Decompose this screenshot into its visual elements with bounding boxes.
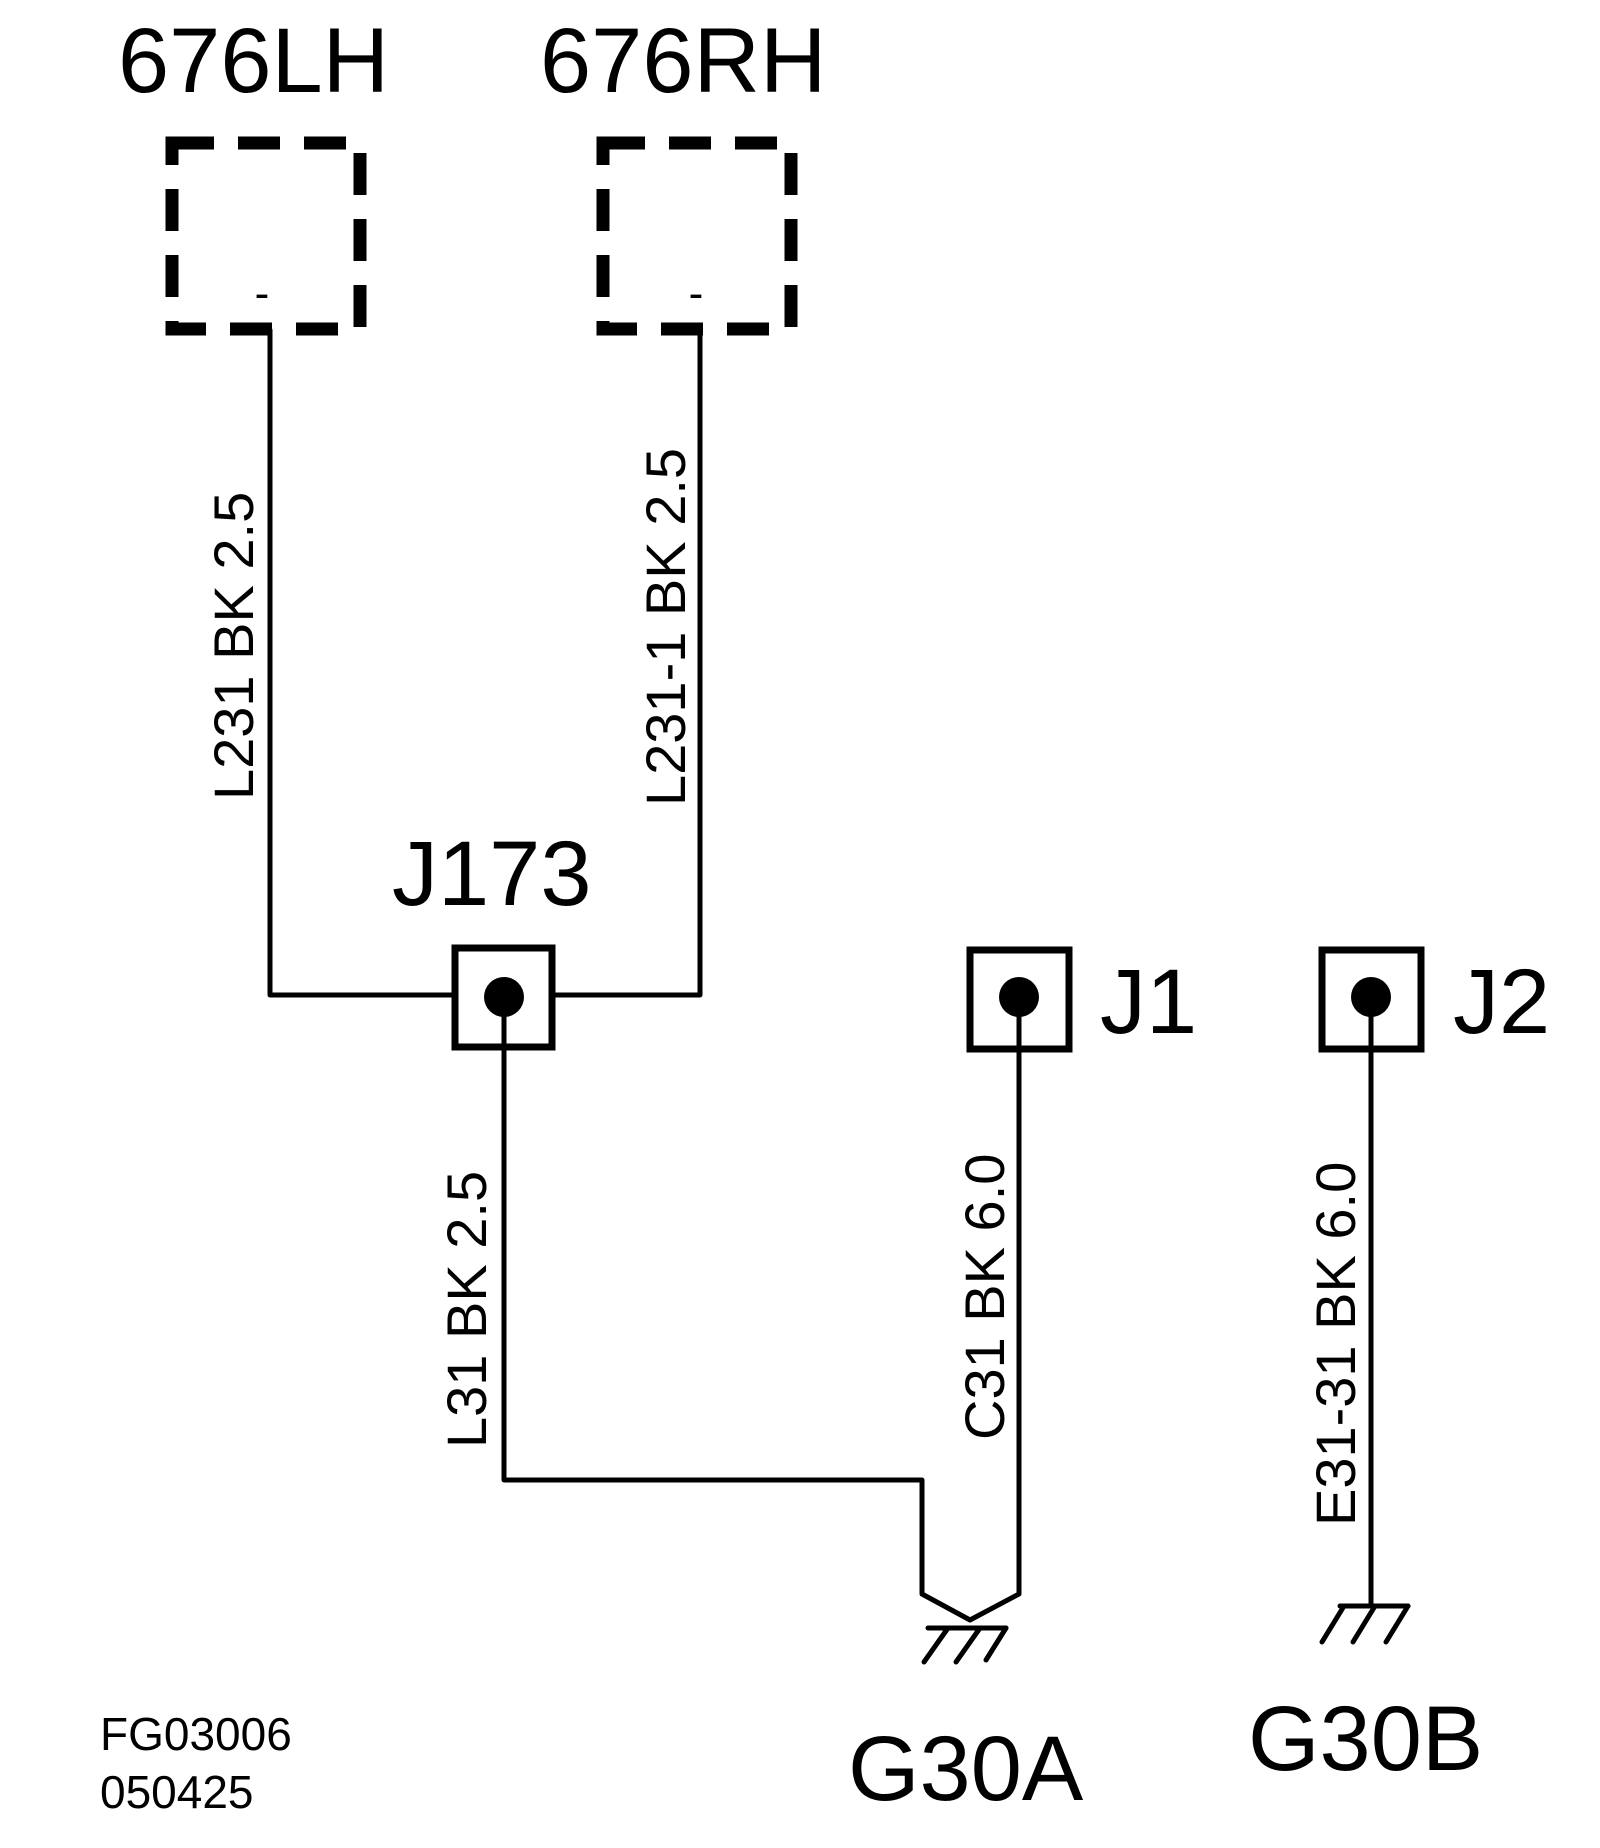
wire-j173-to-ground (501, 997, 973, 1623)
wire-label-right-lamp: L231-1 BK 2.5 (634, 448, 697, 806)
wire-left-lamp (267, 327, 463, 998)
lamp-left-label: 676LH (118, 10, 389, 112)
lamp-right-pin-label: - (689, 269, 704, 318)
junction-j1-label: J1 (1100, 951, 1197, 1053)
wire-label-j1-to-ground: C31 BK 6.0 (953, 1154, 1016, 1440)
date-code: 050425 (100, 1766, 254, 1818)
ground-g30b-symbol (1319, 1603, 1411, 1645)
junction-j2-dot (1351, 977, 1391, 1017)
lamp-left-pin-label: - (255, 269, 270, 318)
junction-j173-dot (484, 977, 524, 1017)
lamp-right-label: 676RH (540, 10, 826, 112)
wire-label-j173-to-ground: L31 BK 2.5 (435, 1171, 498, 1448)
ground-g30a-symbol (921, 1625, 1009, 1665)
lamp-right-box (596, 136, 798, 336)
junction-j2-label: J2 (1453, 951, 1550, 1053)
wire-right-lamp (549, 327, 703, 998)
wire-label-left-lamp: L231 BK 2.5 (202, 492, 265, 800)
wire-label-j2-to-ground: E31-31 BK 6.0 (1304, 1162, 1367, 1526)
ground-g30b-label: G30B (1248, 1688, 1483, 1790)
wire-j1-to-ground (967, 997, 1022, 1623)
lamp-left-box (165, 136, 367, 336)
figure-id: FG03006 (100, 1708, 292, 1760)
junction-j1-dot (999, 977, 1039, 1017)
ground-g30a-label: G30A (848, 1718, 1084, 1820)
junction-j173-label: J173 (392, 823, 592, 925)
